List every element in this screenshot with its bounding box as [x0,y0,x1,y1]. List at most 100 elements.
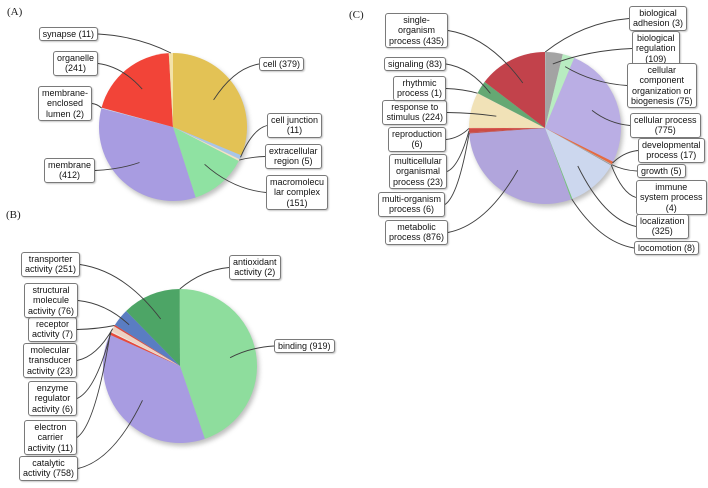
label-box-developmental-process: developmental process (17) [638,138,705,163]
leader-line-multicellular-organismal-process [446,130,470,172]
pie-slice-reproduction [468,127,545,129]
pie-slice-biological-regulation [545,52,563,128]
leader-lines [91,33,268,193]
pie-slice-localization [545,128,612,199]
pie-slice-electron-carrier-activity [109,332,180,366]
label-box-membrane: membrane (412) [43,158,95,183]
leader-line-immune-system-process [610,165,637,198]
label-box-cell-junction: cell junction (11) [267,113,323,138]
pie-chart-c [468,51,621,205]
pie-slice-organelle [101,53,173,128]
pie-slice-response-to-stimulus [469,93,545,128]
label-box-signaling: signaling (83) [383,57,446,72]
leader-line-molecular-transducer-activity [76,328,114,361]
pie-slice-molecular-transducer-activity [111,326,180,366]
leader-line-receptor-activity [76,325,115,330]
label-box-rhythmic-process: rhythmic process (1) [392,76,446,101]
leader-line-organelle [97,63,143,90]
leader-lines [444,18,639,249]
pie-slice-transporter-activity [126,289,180,366]
pie-slice-membrane-enclosed-lumen [101,107,173,127]
label-box-single-organism-process: single- organism process (435) [384,13,448,49]
label-box-metabolic-process: metabolic process (876) [384,220,448,245]
pie-slice-rhythmic-process [477,93,545,128]
leader-line-extracellular-region [239,156,266,161]
leader-line-reproduction [445,128,470,140]
pie-slice-developmental-process [545,128,614,165]
leader-line-localization [577,165,637,227]
pie-chart-a [98,53,248,202]
pie-slice-cell-junction [173,127,242,160]
leader-line-cellular-component-organization-or-biogenesis [564,66,628,86]
panel-letter-b: (B) [6,209,21,221]
label-box-response-to-stimulus: response to stimulus (224) [382,100,447,125]
leader-line-response-to-stimulus [446,112,497,117]
label-box-antioxidant-activity: antioxidant activity (2) [229,255,281,280]
label-box-structural-molecule-activity: structural molecule activity (76) [23,283,78,319]
leader-line-developmental-process [612,150,639,164]
pie-slice-cell [173,53,248,156]
pie-slice-membrane [98,108,196,202]
label-box-transporter-activity: transporter activity (251) [20,252,80,277]
label-box-extracellular-region: extracellular region (5) [265,144,322,169]
pie-slice-metabolic-process [469,128,572,205]
leader-lines [76,264,275,469]
panel-letter-c: (C) [349,9,364,21]
leader-line-macromolecular-complex [204,163,267,193]
pie-slice-multicellular-organismal-process [469,128,545,133]
leader-line-synapse [97,33,172,54]
label-box-cell: cell (379) [259,57,305,72]
leader-line-locomotion [571,198,635,249]
leader-line-antioxidant-activity [179,267,230,290]
label-box-enzyme-regulator-activity: enzyme regulator activity (6) [27,381,77,417]
label-box-cellular-process: cellular process (775) [630,113,701,138]
pie-slice-single-organism-process [484,52,545,128]
pie-slice-structural-molecule-activity [114,310,180,366]
label-box-reproduction: reproduction (6) [387,127,446,152]
label-box-organelle: organelle (241) [52,51,98,76]
label-box-cellular-component-organization-or-biogenesis: cellular component organization or bioge… [627,63,697,109]
pie-slice-cellular-process [545,57,621,162]
label-box-synapse: synapse (11) [38,27,98,42]
panel-letter-a: (A) [7,6,23,18]
pie-slice-growth [545,128,612,165]
label-box-multicellular-organismal-process: multicellular organismal process (23) [388,154,447,190]
label-box-electron-carrier-activity: electron carrier activity (11) [23,420,77,456]
leader-line-multi-organism-process [444,132,470,205]
leader-line-transporter-activity [79,264,162,320]
pie-slice-cellular-component-organization-or-biogenesis [545,54,575,129]
pie-slice-extracellular-region [173,127,240,161]
label-box-biological-regulation: biological regulation (109) [632,31,680,67]
pie-slice-locomotion [545,128,573,200]
pie-slice-synapse [168,53,173,127]
label-box-molecular-transducer-activity: molecular transducer activity (23) [22,343,77,379]
leader-line-binding [229,345,275,359]
label-box-immune-system-process: immune system process (4) [636,180,707,216]
leader-line-catalytic-activity [77,400,143,469]
label-box-locomotion: locomotion (8) [634,241,700,256]
leader-line-electron-carrier-activity [76,333,111,438]
pie-slice-immune-system-process [545,128,612,166]
label-box-growth: growth (5) [637,164,686,179]
label-box-biological-adhesion: biological adhesion (3) [629,6,688,31]
label-box-multi-organism-process: multi-organism process (6) [377,192,445,217]
leader-line-single-organism-process [447,30,524,84]
pie-slice-binding [180,289,258,439]
label-box-catalytic-activity: catalytic activity (758) [18,456,78,481]
leader-line-signaling [445,63,491,94]
pie-slice-signaling [477,81,545,128]
leader-line-rhythmic-process [445,88,478,94]
leader-line-cell-junction [240,125,268,158]
label-box-macromolecular-complex: macromolecu lar complex (151) [266,175,329,211]
pie-chart-b [102,288,258,444]
leader-line-biological-regulation [552,48,633,65]
leader-line-biological-adhesion [544,18,630,53]
pie-slice-multi-organism-process [469,128,545,134]
leader-line-cellular-process [591,110,631,126]
leader-line-membrane-enclosed-lumen [91,103,102,109]
leader-line-growth [611,164,638,172]
label-box-localization: localization (325) [636,214,689,239]
pie-slice-enzyme-regulator-activity [110,330,180,366]
